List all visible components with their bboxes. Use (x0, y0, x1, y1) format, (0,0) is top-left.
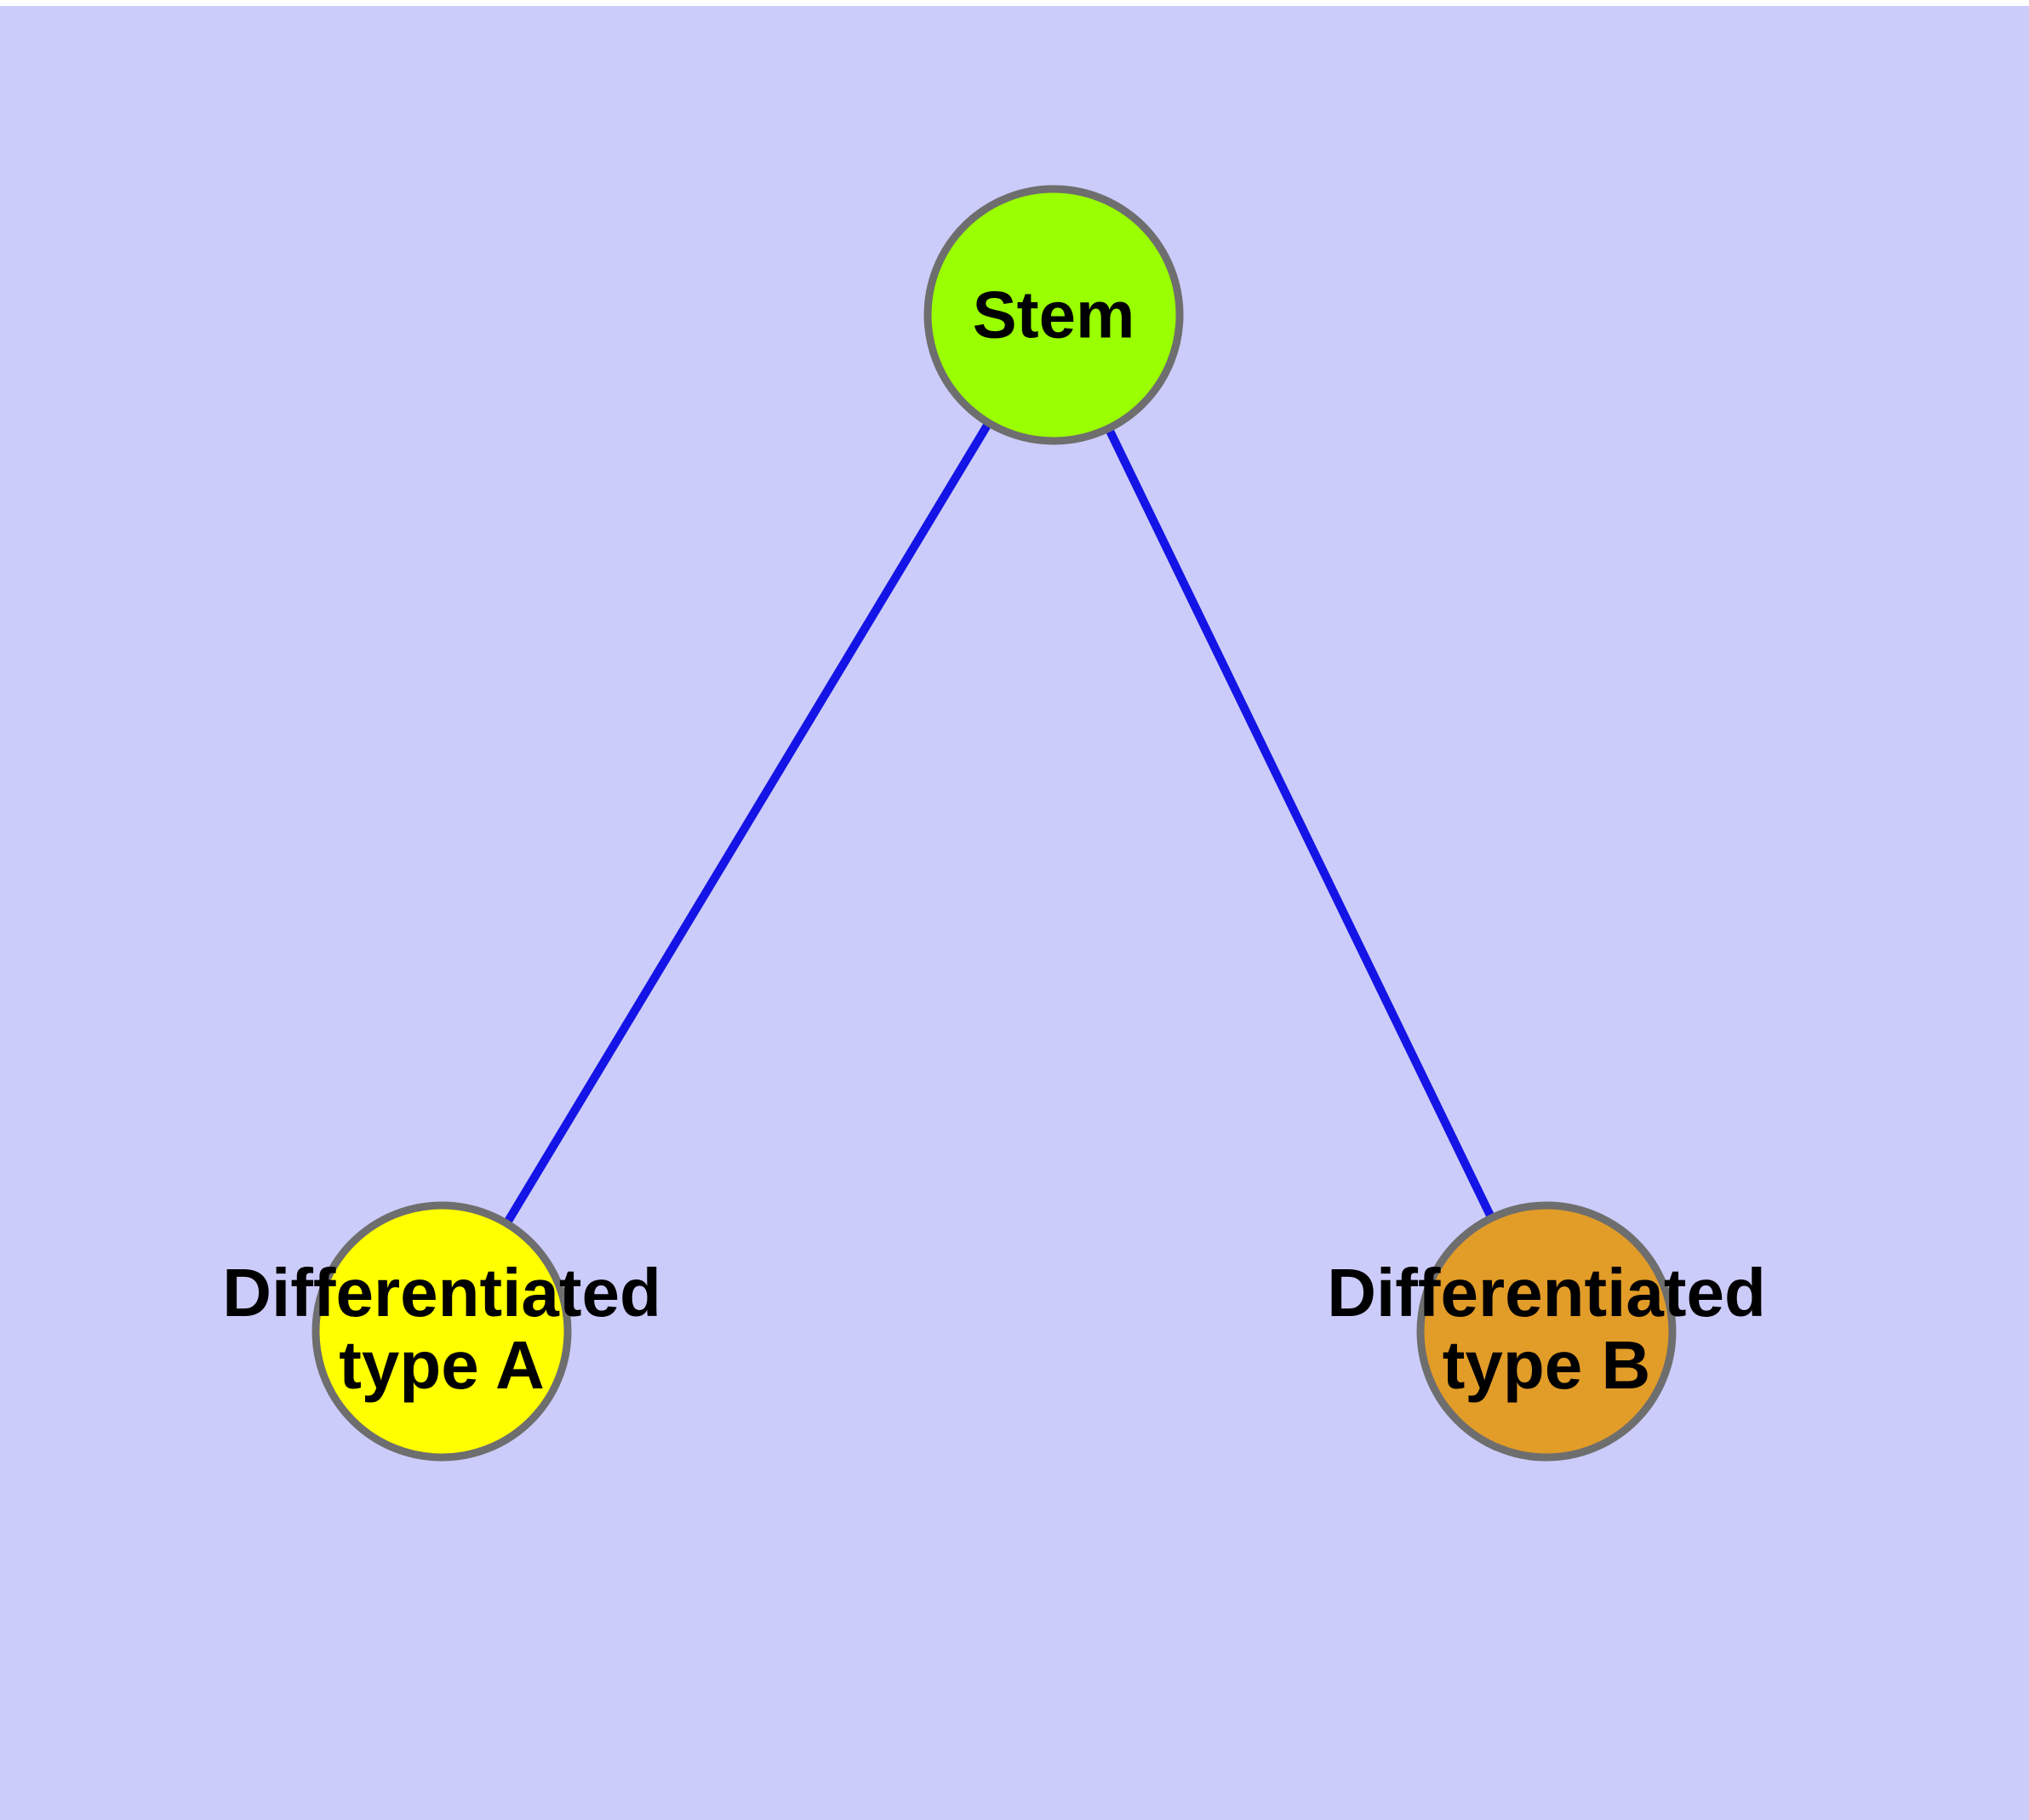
node-stem[interactable] (923, 185, 1184, 445)
node-diff-a[interactable] (311, 1201, 572, 1462)
edge-layer (505, 423, 1495, 1223)
edge-stem-to-diff-a (505, 423, 991, 1223)
edge-stem-to-diff-b (1106, 429, 1495, 1217)
node-layer (311, 185, 1677, 1462)
node-diff-b[interactable] (1416, 1201, 1677, 1462)
